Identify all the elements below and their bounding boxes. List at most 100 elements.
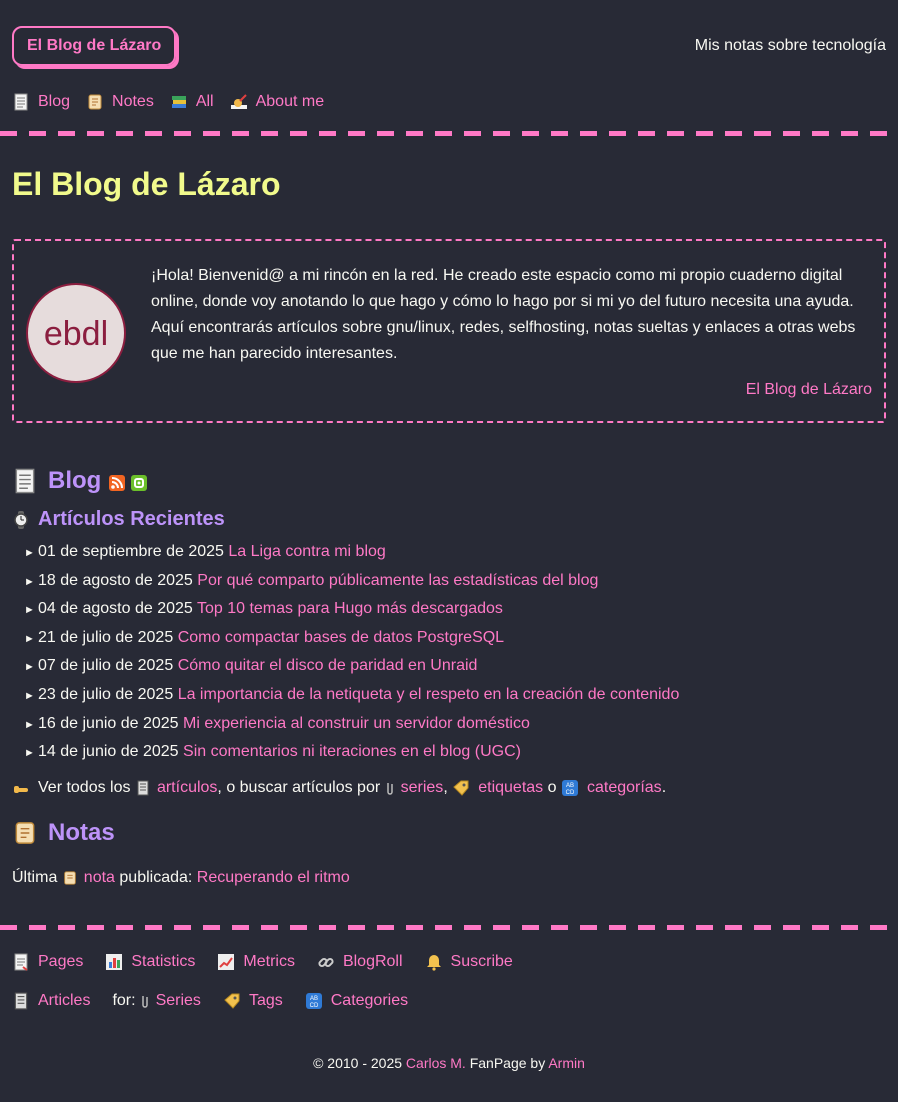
- view-all-mid: , o buscar artículos por: [217, 778, 381, 796]
- note-link[interactable]: nota: [83, 868, 115, 886]
- books-icon: [171, 96, 186, 108]
- footer-label-series[interactable]: Series: [155, 991, 201, 1009]
- chart-increasing-icon: [218, 953, 235, 970]
- list-item: ►07 de julio de 2025 Cómo quitar el disc…: [24, 655, 898, 684]
- list-item: ►14 de junio de 2025 Sin comentarios ni …: [24, 741, 898, 770]
- footer-item-series[interactable]: Series: [140, 992, 201, 1010]
- triangle-icon: ►: [24, 547, 35, 559]
- avatar: ebdl: [26, 283, 126, 383]
- avatar-text: ebdl: [44, 315, 108, 353]
- recent-articles-list: ►01 de septiembre de 2025 La Liga contra…: [0, 541, 898, 770]
- tags-link[interactable]: etiquetas: [478, 778, 544, 796]
- page-title: El Blog de Lázaro: [12, 166, 281, 202]
- list-item: ►21 de julio de 2025 Como compactar base…: [24, 627, 898, 656]
- blog-section-header: Blog: [12, 467, 886, 495]
- footer-item-articles[interactable]: Articles: [12, 992, 90, 1010]
- nav-label-blog[interactable]: Blog: [38, 93, 71, 110]
- footer-label-metrics[interactable]: Metrics: [243, 952, 295, 970]
- paperclip-icon: [141, 995, 148, 1008]
- view-all-end: .: [661, 778, 667, 796]
- intro-signature-link[interactable]: El Blog de Lázaro: [745, 381, 872, 398]
- article-link[interactable]: Top 10 temas para Hugo más descargados: [196, 600, 503, 618]
- footer-label-categories[interactable]: Categories: [330, 991, 409, 1009]
- series-link[interactable]: series: [400, 778, 444, 796]
- blog-heading: Blog: [48, 467, 102, 494]
- armin-link[interactable]: Armin: [548, 1054, 585, 1071]
- bar-chart-icon: [106, 953, 123, 970]
- footer-label-suscribe[interactable]: Suscribe: [450, 952, 513, 970]
- article-date: 21 de julio de 2025: [38, 628, 174, 646]
- avatar-logo: ebdl: [44, 315, 108, 353]
- triangle-icon: ►: [24, 718, 35, 731]
- article-date: 07 de julio de 2025: [38, 657, 174, 675]
- notes-section-header: Notas: [12, 819, 886, 847]
- tag-icon: [224, 993, 240, 1009]
- site-tagline: Mis notas sobre tecnología: [694, 37, 886, 54]
- svg-text:CD: CD: [566, 790, 575, 796]
- footer-nav-primary: Pages Statistics Metrics BlogRoll Suscri…: [12, 950, 886, 974]
- footer-item-suscribe[interactable]: Suscribe: [425, 953, 513, 971]
- latest-note-line: Última nota publicada: Recuperando el ri…: [12, 869, 886, 887]
- nav-item-blog[interactable]: Blog: [12, 93, 70, 111]
- article-date: 04 de agosto de 2025: [38, 600, 193, 618]
- article-link[interactable]: Mi experiencia al construir un servidor …: [183, 714, 530, 732]
- footer-label-blogroll[interactable]: BlogRoll: [342, 952, 403, 970]
- footer-label-articles[interactable]: Articles: [38, 991, 91, 1009]
- page-icon: [15, 468, 35, 494]
- footer-item-tags[interactable]: Tags: [223, 992, 283, 1010]
- nav-label-notes[interactable]: Notes: [112, 93, 154, 110]
- notes-heading: Notas: [48, 818, 115, 846]
- nav-label-about[interactable]: About me: [255, 93, 325, 110]
- copyright-text: © 2010 - 2025: [313, 1054, 403, 1071]
- scroll-icon: [64, 871, 76, 885]
- categories-link[interactable]: categorías: [586, 778, 662, 796]
- article-date: 01 de septiembre de 2025: [38, 543, 224, 560]
- triangle-icon: ►: [24, 575, 35, 588]
- feed-icon[interactable]: [131, 475, 148, 491]
- recent-section-header: Artículos Recientes: [12, 508, 886, 531]
- svg-text:AB: AB: [566, 783, 574, 789]
- view-all-or: o: [547, 778, 557, 796]
- footer-for-label: for:: [112, 991, 136, 1009]
- article-link[interactable]: La Liga contra mi blog: [228, 543, 386, 560]
- svg-text:AB: AB: [310, 996, 318, 1002]
- article-link[interactable]: La importancia de la netiqueta y el resp…: [177, 685, 680, 703]
- footer-label-statistics[interactable]: Statistics: [131, 952, 196, 970]
- latest-pre: Última: [12, 868, 58, 886]
- article-link[interactable]: Como compactar bases de datos PostgreSQL: [177, 628, 505, 646]
- brand-link[interactable]: El Blog de Lázaro: [12, 26, 177, 66]
- triangle-icon: ►: [24, 747, 35, 760]
- scroll-icon: [88, 94, 102, 110]
- articles-link[interactable]: artículos: [156, 778, 218, 796]
- footer-item-pages[interactable]: Pages: [12, 953, 83, 971]
- article-link[interactable]: Cómo quitar el disco de paridad en Unrai…: [177, 657, 478, 675]
- pointing-hand-icon: [14, 785, 28, 793]
- nav-item-notes[interactable]: Notes: [86, 93, 154, 111]
- footer-label-pages[interactable]: Pages: [38, 952, 84, 970]
- recent-heading: Artículos Recientes: [38, 508, 225, 530]
- rss-icon[interactable]: [109, 475, 126, 491]
- footer-item-blogroll[interactable]: BlogRoll: [317, 953, 403, 971]
- article-link[interactable]: Por qué comparto públicamente las estadí…: [197, 571, 599, 589]
- footer-label-tags[interactable]: Tags: [248, 991, 283, 1009]
- article-link[interactable]: Sin comentarios ni iteraciones en el blo…: [183, 743, 521, 761]
- footer-item-statistics[interactable]: Statistics: [105, 953, 195, 971]
- header-divider: [0, 131, 898, 136]
- triangle-icon: ►: [24, 604, 35, 617]
- intro-text: ¡Hola! Bienvenid@ a mi rincón en la red.…: [151, 267, 856, 362]
- list-item: ►04 de agosto de 2025 Top 10 temas para …: [24, 598, 898, 627]
- footer-item-metrics[interactable]: Metrics: [217, 953, 295, 971]
- fanpage-text: FanPage by: [469, 1054, 546, 1071]
- nav-item-about[interactable]: About me: [230, 93, 324, 111]
- writing-hand-icon: [230, 94, 247, 109]
- nav-label-all[interactable]: All: [195, 93, 214, 110]
- author-link[interactable]: Carlos M.: [405, 1054, 466, 1071]
- list-item: ►23 de julio de 2025 La importancia de l…: [24, 684, 898, 713]
- svg-text:CD: CD: [309, 1003, 318, 1009]
- tag-icon: [453, 780, 469, 796]
- latest-note-title-link[interactable]: Recuperando el ritmo: [196, 868, 350, 886]
- nav-item-all[interactable]: All: [170, 93, 214, 111]
- footer-divider: [0, 924, 898, 930]
